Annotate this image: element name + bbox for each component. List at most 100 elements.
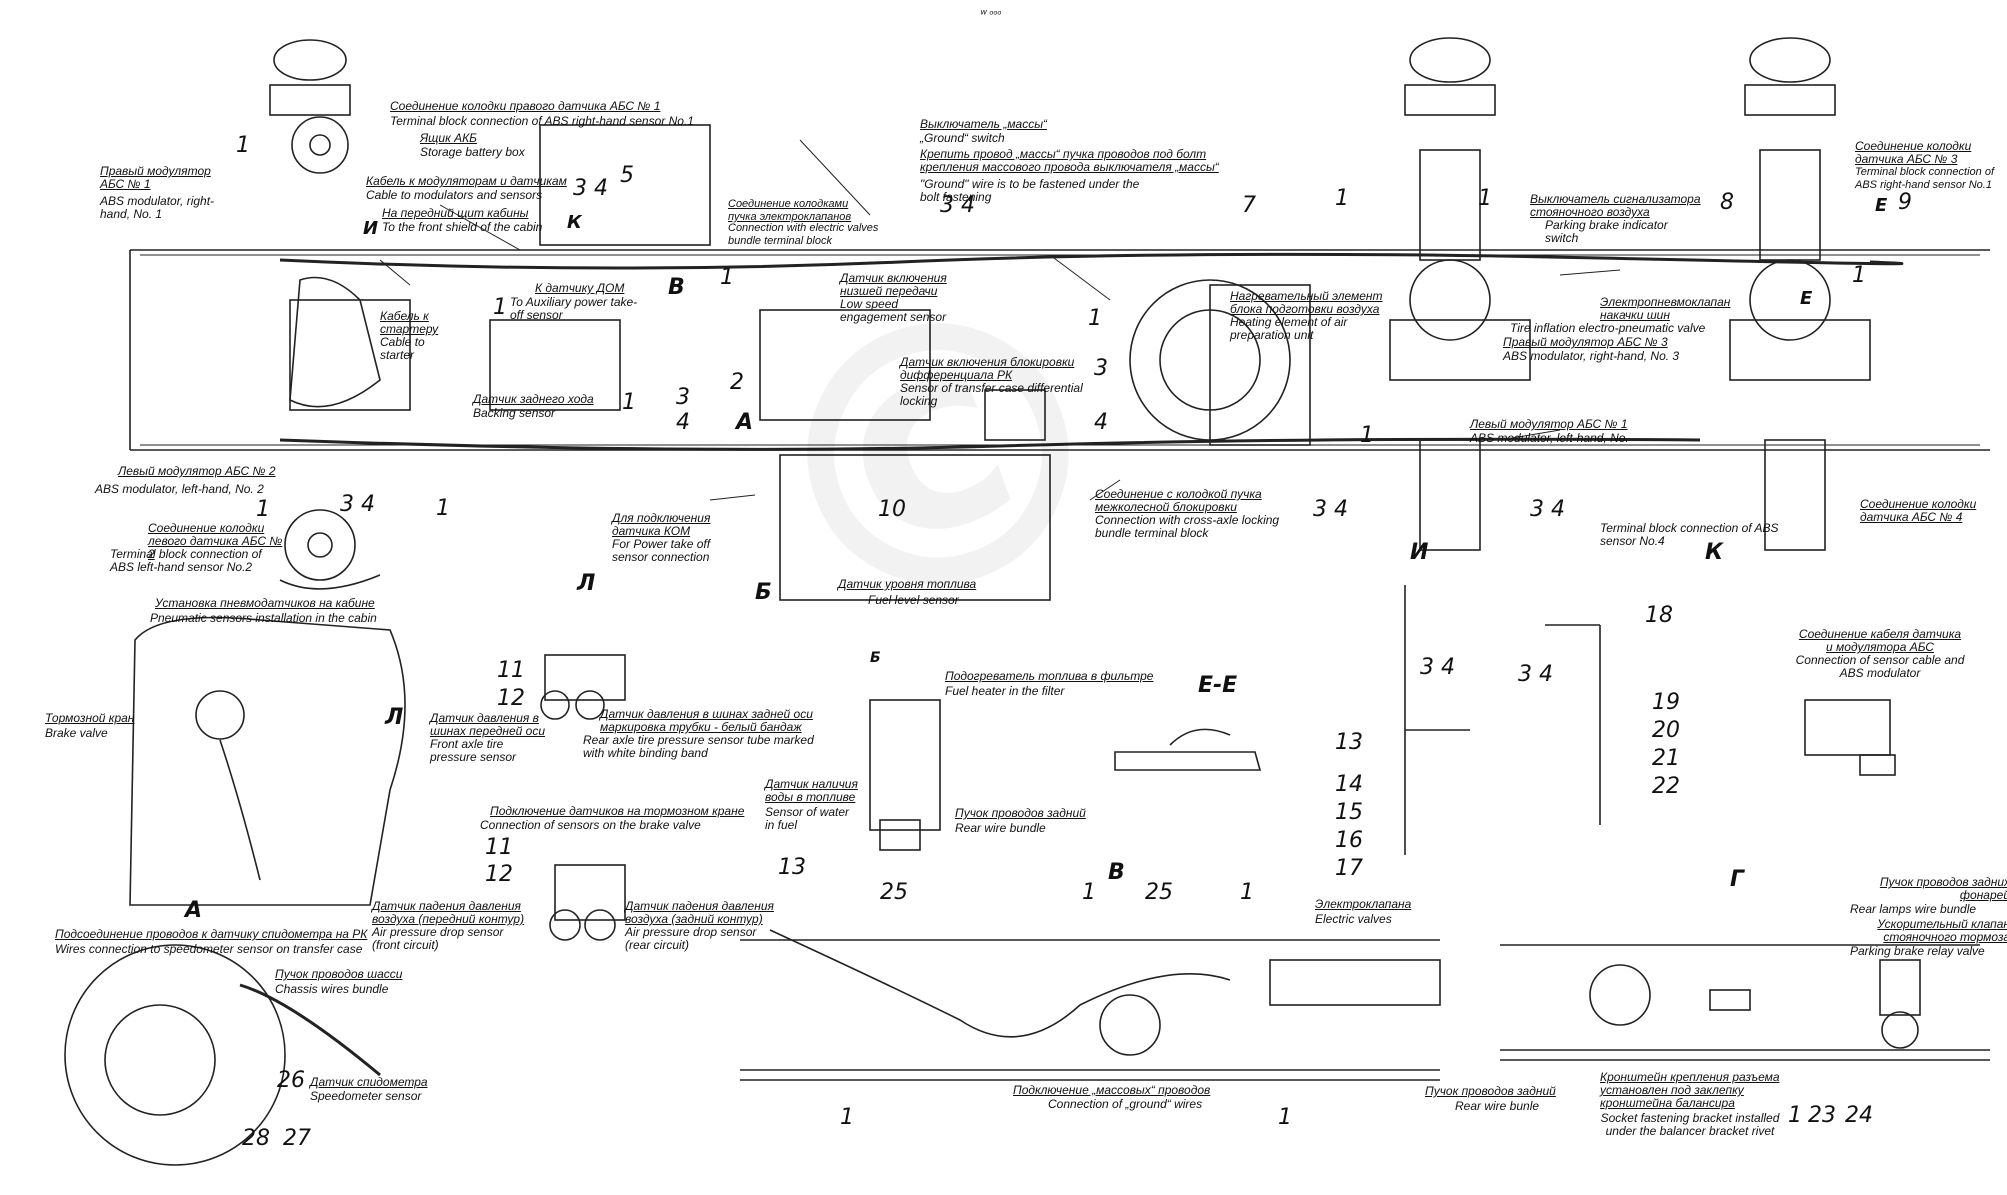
label-air-front-ru: Датчик падения давления воздуха (передни…: [372, 899, 525, 926]
label-front-shield-ru: На передний щит кабины: [382, 206, 529, 220]
label-cross-axle-ru: Соединение с колодкой пучка межколесной …: [1095, 487, 1262, 514]
label-tc-diff-en: Sensor of transfer case differential loc…: [900, 381, 1083, 408]
label-rear-lamps-ru: Пучок проводов задних фонарей: [1879, 875, 2007, 902]
label-cable-mod-ru: Кабель к модуляторам и датчикам: [366, 174, 567, 188]
pos-1-l: 1: [1082, 880, 1096, 905]
label-backing-ru: Датчик заднего хода: [473, 392, 594, 406]
label-ground-fix-ru: Крепить провод „массы“ пучка проводов по…: [920, 147, 1219, 174]
pos-28: 28: [242, 1126, 270, 1151]
view-letter-e-2: Е: [1800, 288, 1813, 309]
label-rear-bundle-en: Rear wire bundle: [955, 821, 1046, 835]
label-heater-ru: Нагревательный элемент блока подготовки …: [1230, 289, 1383, 316]
label-park-sw-ru: Выключатель сигнализатора стояночного во…: [1530, 192, 1701, 219]
view-letter-v-ref: В: [668, 275, 685, 300]
pos-18: 18: [1645, 603, 1673, 628]
label-tire-valve-en: Tire inflation electro-pneumatic valve: [1510, 321, 1706, 335]
label-fuel-heater-ru: Подогреватель топлива в фильтре: [945, 669, 1154, 683]
label-brake-conn-en: Connection of sensors on the brake valve: [480, 818, 701, 832]
label-low-speed-en: Low speed engagement sensor: [840, 297, 947, 324]
label-kom-en: For Power take off sensor connection: [612, 537, 711, 564]
label-right-mod-ru: Правый модулятор АБС № 1: [100, 164, 211, 191]
label-battery-ru: Ящик АКБ: [420, 131, 477, 145]
label-front-shield-en: To the front shield of the cabin: [382, 220, 543, 234]
label-ev-conn-ru: Соединение колодками пучка электроклапан…: [728, 198, 852, 223]
pos-34-g: 3 4: [1518, 662, 1553, 687]
label-fuel-heater-en: Fuel heater in the filter: [945, 684, 1065, 698]
label-abs1-conn-ru: Соединение колодки правого датчика АБС №…: [390, 99, 661, 113]
label-fuel-level-en: Fuel level sensor: [868, 593, 959, 607]
pos-1-k: 1: [1360, 423, 1374, 448]
view-letter-l: Л: [577, 571, 596, 596]
label-ground-fix-en: "Ground" wire is to be fastened under th…: [920, 177, 1140, 204]
label-kom-ru: Для подключения датчика КОМ: [612, 511, 711, 538]
pos-13-b: 13: [778, 855, 806, 880]
label-water-en: Sensor of water in fuel: [765, 805, 850, 832]
pos-1-a: 1: [236, 133, 250, 158]
view-letter-k: К: [1705, 540, 1723, 565]
pos-7: 7: [1242, 193, 1256, 218]
label-cable-starter-en: Cable to starter: [380, 335, 425, 362]
label-relay-en: Parking brake relay valve: [1850, 944, 1985, 958]
label-abs3-mod-en: ABS modulator, right-hand, No. 3: [1503, 349, 1680, 363]
pos-26: 26: [277, 1068, 305, 1093]
label-ev-ru: Электроклапана: [1315, 897, 1412, 911]
label-front-tire-ru: Датчик давления в шинах передней оси: [430, 711, 546, 738]
label-left-mod1-en: ABS modulator, left-hand, No.: [1470, 431, 1629, 445]
pos-34-a: 3 4: [573, 176, 608, 201]
label-rear-bunle-ru: Пучок проводов задний: [1425, 1084, 1556, 1098]
view-letter-b-inset: Б: [870, 650, 881, 666]
label-cable-starter-ru: Кабель к стартеру: [380, 309, 439, 336]
pos-1-i: 1: [436, 496, 450, 521]
pos-1-j: 1: [256, 497, 270, 522]
label-abs2-conn-ru: Соединение колодки левого датчика АБС № …: [148, 521, 283, 561]
label-abs4-conn-ru: Соединение колодки датчика АБС № 4: [1860, 497, 1977, 524]
view-section-ee: Е-Е: [1198, 673, 1238, 698]
pos-1-m: 1: [1240, 880, 1254, 905]
label-chassis-en: Chassis wires bundle: [275, 982, 389, 996]
label-sensor-abs-en: Connection of sensor cable and ABS modul…: [1795, 653, 1965, 680]
label-ev-en: Electric valves: [1315, 912, 1392, 926]
pos-12-b: 12: [485, 862, 513, 887]
pos-12-a: 12: [497, 686, 525, 711]
label-low-speed-ru: Датчик включения низшей передачи: [840, 271, 947, 298]
pos-1-c: 1: [1478, 186, 1492, 211]
label-fuel-level-ru: Датчик уровня топлива: [838, 577, 977, 591]
label-ground-wires-ru: Подключение „массовых“ проводов: [1013, 1083, 1211, 1097]
label-battery-en: Storage battery box: [420, 145, 525, 159]
label-abs2-conn-en: Terminal block connection of ABS left-ha…: [110, 547, 262, 574]
label-ev-conn-en: Connection with electric valves bundle t…: [728, 222, 879, 247]
label-dom-en: To Auxiliary power take-off sensor: [510, 295, 638, 322]
pos-27: 27: [283, 1126, 311, 1151]
label-park-sw-en: Parking brake indicator switch: [1545, 218, 1668, 245]
label-air-front-en: Air pressure drop sensor (front circuit): [372, 925, 504, 952]
pos-21: 21: [1652, 746, 1680, 771]
label-abs3-conn-ru: Соединение колодки датчика АБС № 3: [1855, 139, 1972, 166]
pos-16: 16: [1335, 828, 1363, 853]
pos-34-d: 3 4: [1313, 497, 1348, 522]
pos-20: 20: [1652, 718, 1680, 743]
label-air-rear-en: Air pressure drop sensor (rear circuit): [625, 925, 757, 952]
pos-17: 17: [1335, 856, 1363, 881]
label-ground-switch-en: „Ground“ switch: [920, 131, 1005, 145]
pos-34-c: 3 4: [340, 492, 375, 517]
pos-34-f: 3 4: [1420, 655, 1455, 680]
label-rear-tire-ru: Датчик давления в шинах задней оси марки…: [600, 707, 813, 734]
label-left-mod2-ru: Левый модулятор АБС № 2: [118, 464, 276, 478]
label-rear-bundle-ru: Пучок проводов задний: [955, 806, 1086, 820]
pos-11-b: 11: [485, 835, 513, 860]
label-cable-mod-en: Cable to modulators and sensors: [366, 188, 543, 202]
label-cross-axle-en: Connection with cross-axle locking bundl…: [1095, 513, 1280, 540]
label-left-mod1-ru: Левый модулятор АБС № 1: [1470, 417, 1628, 431]
label-abs1-conn-en: Terminal block connection of ABS right-h…: [390, 114, 694, 128]
pos-25-a: 25: [880, 880, 908, 905]
label-left-mod2-en: ABS modulator, left-hand, No. 2: [95, 482, 264, 496]
pos-19: 19: [1652, 690, 1680, 715]
label-tc-diff-ru: Датчик включения блокировки дифференциал…: [900, 355, 1075, 382]
label-socket-ru: Кронштейн крепления разъема установлен п…: [1600, 1070, 1780, 1110]
view-letter-b: Б: [755, 580, 772, 605]
pos-5: 5: [620, 163, 634, 188]
label-front-tire-en: Front axle tire pressure sensor: [430, 737, 517, 764]
pos-15: 15: [1335, 800, 1363, 825]
